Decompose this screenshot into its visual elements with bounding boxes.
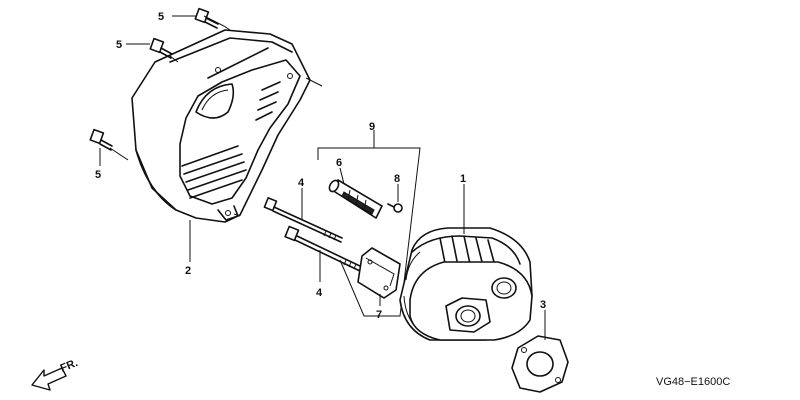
front-label: FR. — [59, 357, 80, 375]
callout-8: 8 — [394, 173, 400, 185]
front-arrow-icon — [31, 367, 67, 391]
spark-arrester-set-part-9 — [317, 147, 421, 317]
callout-6: 6 — [336, 157, 342, 169]
callout-3: 3 — [540, 299, 546, 311]
callout-4-lower: 4 — [316, 287, 323, 299]
callout-2: 2 — [185, 265, 191, 277]
screw-part-8 — [387, 203, 403, 213]
callout-5-middle: 5 — [116, 39, 122, 51]
callout-labels: 5 5 5 2 4 4 9 6 8 7 1 3 — [95, 11, 546, 321]
muffler-protector-part-2 — [131, 29, 311, 223]
diagram-code: VG48−E1600C — [656, 376, 730, 388]
callout-5-top: 5 — [158, 11, 164, 23]
muffler-part-1 — [399, 227, 533, 341]
gasket-part-7 — [357, 247, 401, 299]
callout-5-lower: 5 — [95, 169, 101, 181]
callout-1: 1 — [460, 173, 466, 185]
stud-bolt-part-4-lower — [284, 225, 363, 272]
stud-bolt-part-4-upper — [263, 197, 343, 243]
muffler-gasket-part-3 — [511, 335, 569, 393]
flange-bolt-part-5-lower — [89, 128, 113, 151]
callout-7: 7 — [376, 309, 382, 321]
flange-bolt-part-5-top — [194, 7, 219, 29]
leader-lines — [99, 15, 546, 340]
callout-4-upper: 4 — [298, 177, 305, 189]
flange-bolt-part-5-middle — [149, 37, 173, 59]
front-direction-marker: FR. — [31, 357, 80, 391]
spark-arrester-part-6 — [328, 179, 383, 219]
callout-9: 9 — [369, 121, 375, 133]
